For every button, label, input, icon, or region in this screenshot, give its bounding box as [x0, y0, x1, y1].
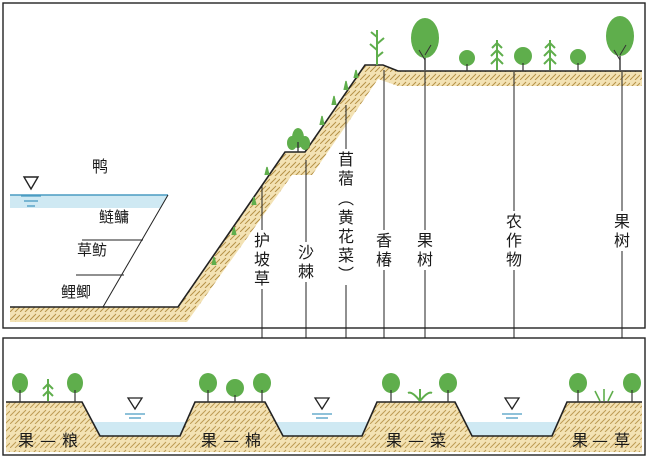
vertical-label-fruit-tree-1: 果树 — [417, 231, 433, 269]
pattern-dash: — — [592, 431, 608, 450]
pattern-dash: — — [408, 431, 424, 450]
label-backing — [504, 211, 524, 270]
crop-icons — [459, 40, 586, 71]
terrain-profile — [10, 64, 642, 308]
slope-grass — [211, 69, 359, 266]
soil-band — [10, 65, 642, 322]
pattern-label: 果 — 菜 — [386, 431, 446, 450]
pattern-right: 草 — [614, 431, 630, 450]
ditch-water — [93, 422, 186, 436]
pattern-label: 果 — 棉 — [201, 431, 261, 450]
vertical-label-toona: 香椿 — [376, 231, 392, 269]
leader-lines — [261, 70, 623, 338]
pond-slope — [102, 194, 169, 308]
pattern-right: 棉 — [245, 431, 261, 450]
ridge-plants — [12, 373, 641, 402]
pattern-dash: — — [40, 431, 56, 450]
vertical-label-alfalfa: 苜蓿 — [338, 150, 354, 188]
lower-frame — [2, 337, 646, 456]
pattern-left: 果 — [572, 431, 588, 450]
pattern-dash: — — [223, 431, 239, 450]
label-backing — [374, 230, 394, 270]
label-backing — [296, 242, 316, 282]
pattern-label: 果 — 草 — [572, 431, 630, 450]
pattern-right: 粮 — [62, 431, 78, 450]
upper-frame — [2, 2, 646, 329]
soil-hatch — [10, 65, 642, 322]
water-level-icon — [312, 397, 332, 419]
water-level-icon — [21, 176, 41, 207]
tree-icon — [411, 18, 439, 70]
lower-soil-hatch — [6, 402, 642, 452]
pattern-left: 果 — [201, 431, 217, 450]
upper-panel: 鸭 鲢鳙 草鲂 鲤鲫 — [2, 2, 646, 338]
label-backing — [612, 211, 632, 251]
lower-panel: 果 — 粮 果 — 棉 果 — 菜 果 — 草 — [2, 337, 646, 456]
duck-label: 鸭 — [92, 157, 108, 176]
tree-icon — [606, 16, 634, 70]
label-backing — [336, 188, 356, 285]
pond-layer-label: 鲤鲫 — [61, 283, 91, 301]
water-level-icon — [502, 397, 522, 419]
label-backing — [252, 230, 272, 289]
vertical-label-fruit-tree-2: 果树 — [614, 212, 630, 250]
pattern-left: 果 — [386, 431, 402, 450]
label-backing — [336, 149, 356, 189]
water-level-icon — [125, 397, 145, 419]
vertical-label-sea-buckthorn: 沙棘 — [298, 243, 314, 281]
herb-icon — [369, 30, 385, 65]
shrub-icon — [287, 128, 310, 152]
vertical-label-crops: 农作物 — [506, 212, 522, 269]
pattern-right: 菜 — [430, 431, 446, 450]
label-backing — [415, 230, 435, 270]
pond-layer-label: 鲢鳙 — [99, 208, 129, 226]
pattern-left: 果 — [18, 431, 34, 450]
ditch-water — [465, 422, 558, 436]
pond-water — [10, 195, 168, 208]
pond-layer-label: 草鲂 — [77, 241, 107, 259]
pattern-label: 果 — 粮 — [18, 431, 78, 450]
ridge-ditch-profile — [6, 401, 642, 437]
vertical-label-slope-grass: 护坡草 — [254, 231, 270, 288]
vertical-label-daylily: ︵黄花菜︶ — [338, 189, 354, 284]
ditch-water — [276, 422, 368, 436]
